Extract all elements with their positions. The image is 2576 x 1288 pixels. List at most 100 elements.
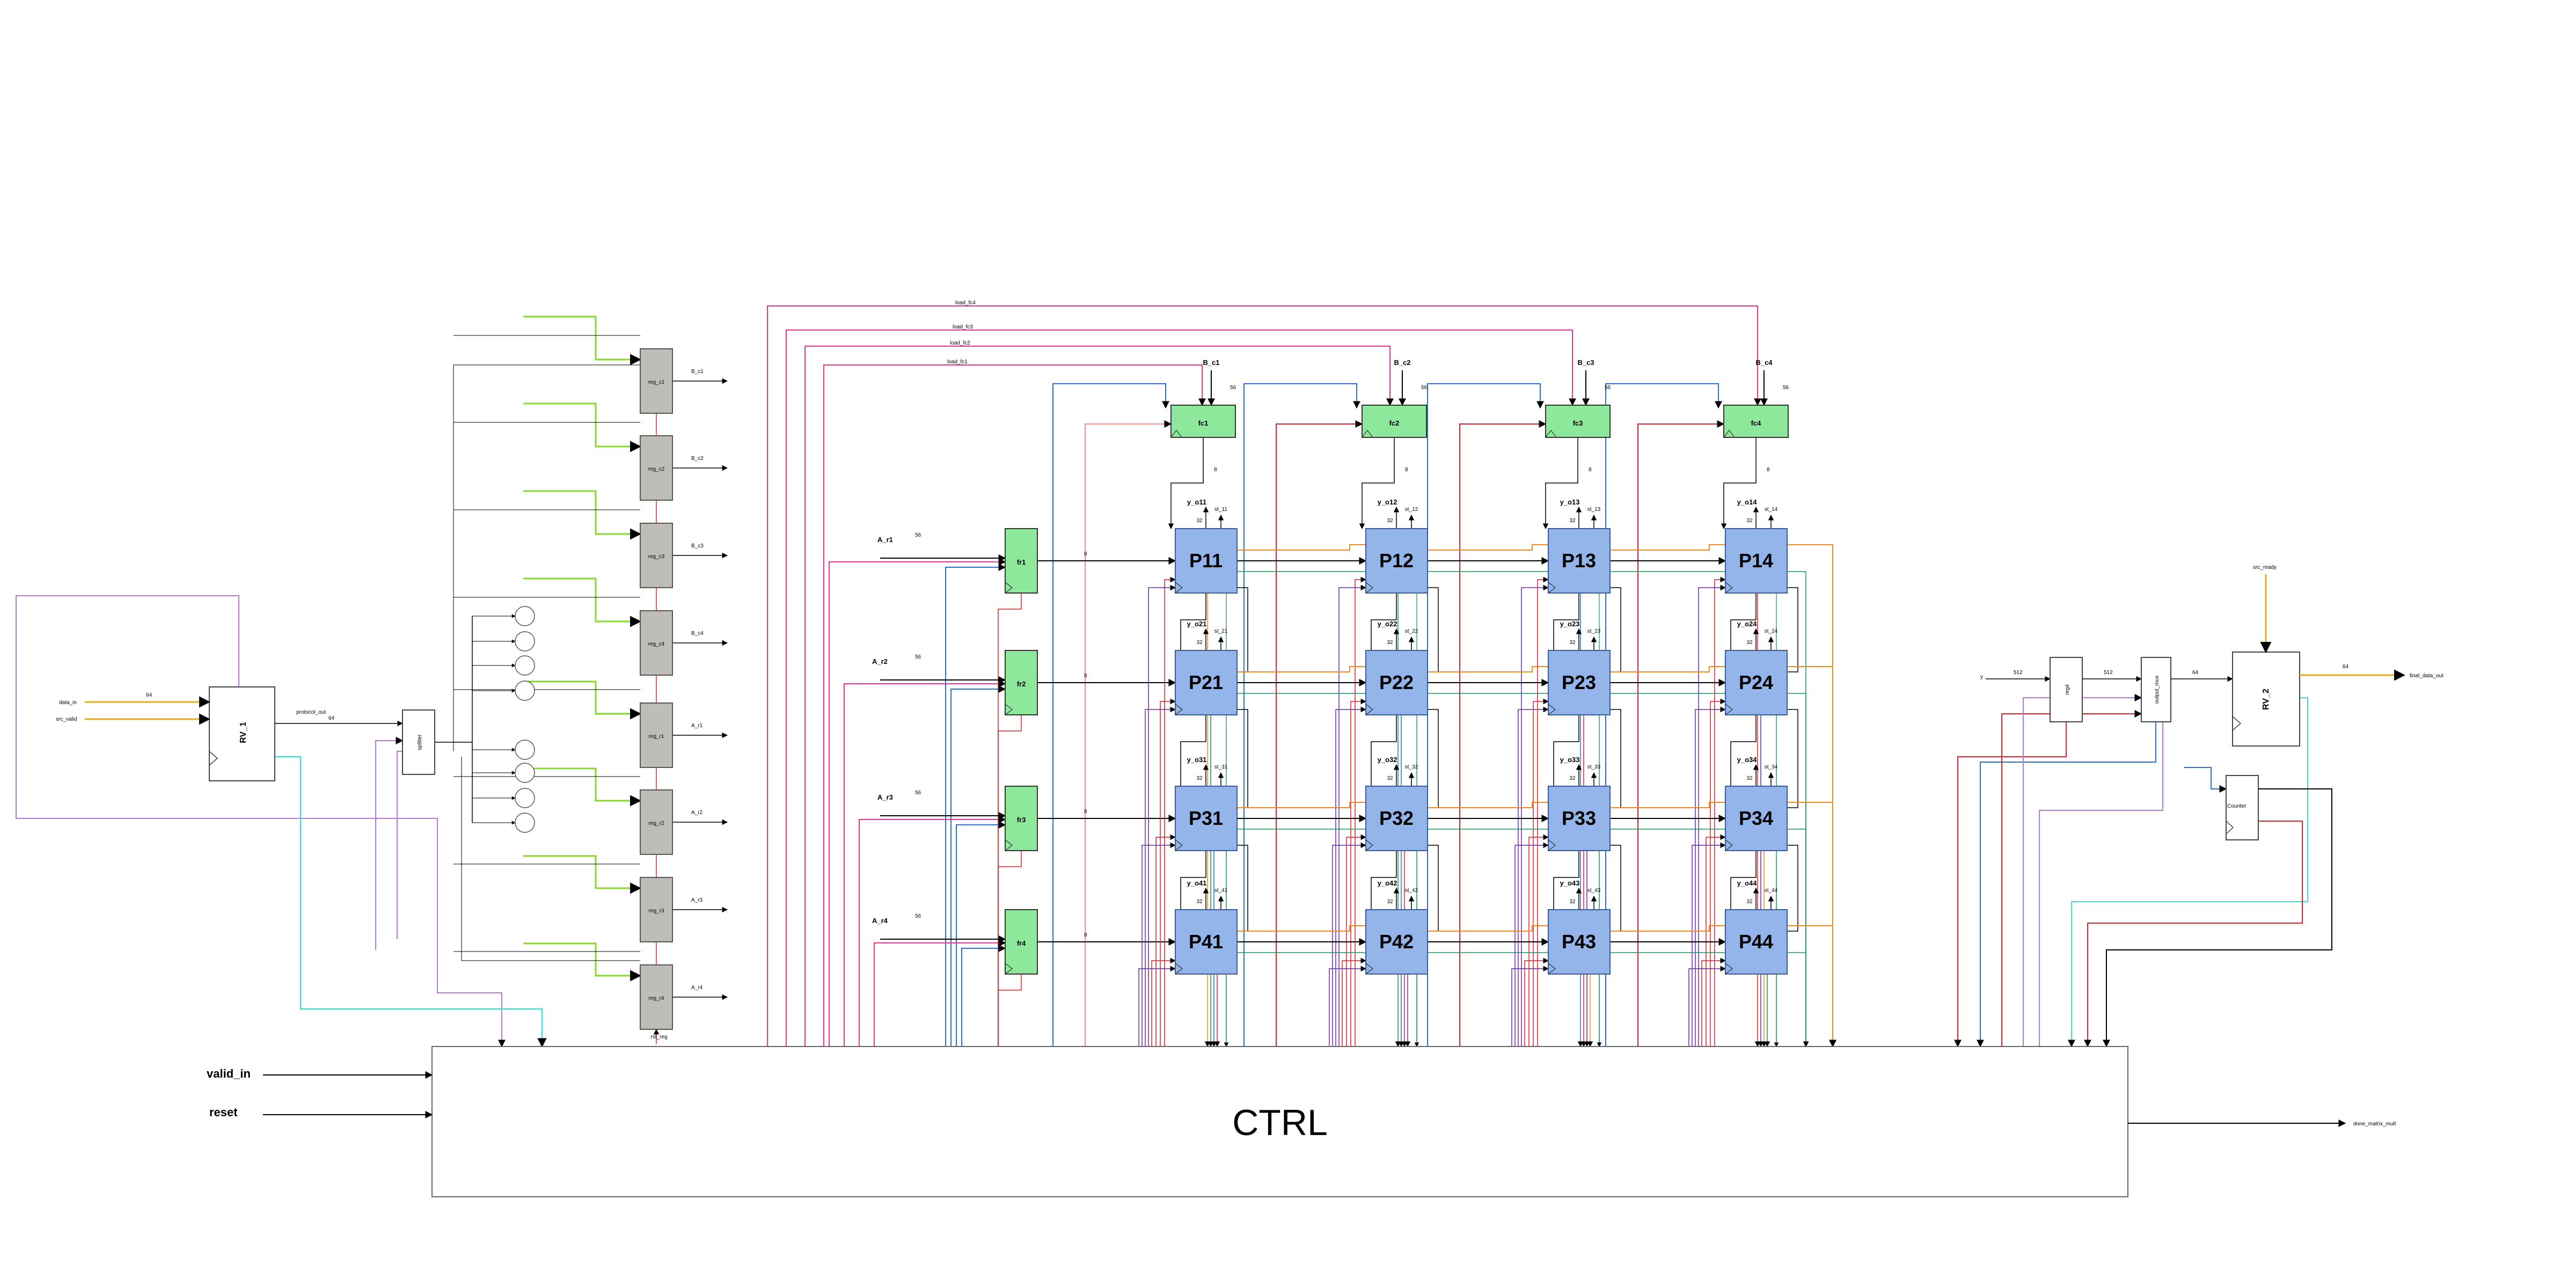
ar-label: A_r1: [877, 536, 893, 544]
pe-P21: [1175, 650, 1238, 715]
pe-st-output-label: st_12: [1405, 507, 1418, 513]
bus-width: 56: [915, 654, 921, 660]
bus-width: 8: [1084, 932, 1087, 938]
fifo-label: fc2: [1389, 419, 1400, 427]
wire: [1553, 593, 1579, 650]
comparator-node: [515, 813, 535, 833]
wire: [1237, 925, 1366, 932]
fc-row: fc1B_c1568fc2B_c2568fc3B_c3568fc4B_c4568…: [947, 300, 1789, 473]
register-label: reg_r4: [649, 996, 664, 1001]
wire: [1427, 383, 1544, 1046]
register-reg_c4: [640, 610, 673, 676]
pe-P44: [1725, 909, 1788, 975]
wire: [1610, 802, 1725, 808]
fifo-label: fc1: [1198, 419, 1209, 427]
comparator-node: [515, 631, 535, 652]
wire: [1787, 571, 1809, 1048]
pe-label: P13: [1562, 550, 1596, 572]
clock-mark: [1725, 704, 1733, 715]
pe-y-output-label: y_o14: [1737, 498, 1758, 506]
ar-label: A_r4: [872, 917, 888, 925]
pe-st-output-label: st_24: [1765, 628, 1778, 634]
pe-y-output-label: y_o22: [1378, 620, 1397, 628]
pe-y-output-label: y_o24: [1737, 620, 1758, 628]
pe-y-output-label: y_o44: [1737, 879, 1758, 887]
bus-width: 32: [1196, 640, 1203, 646]
wire: [16, 595, 506, 1048]
wire: [1459, 420, 1547, 1046]
wire: [998, 851, 1022, 1046]
wire: [1155, 834, 1176, 1046]
clock-mark: [1175, 963, 1183, 975]
clock-mark: [1365, 704, 1373, 715]
counter-label: Counter: [2227, 803, 2246, 809]
wire: [1730, 715, 1757, 786]
data-in-label: data_in: [59, 700, 77, 706]
wire: [1346, 834, 1367, 1046]
clock-mark: [1170, 430, 1182, 438]
bc-label: B_c1: [1203, 358, 1219, 367]
protocol-out-width: 64: [328, 715, 335, 721]
register-label: reg_r1: [649, 734, 664, 740]
wire: [1168, 437, 1204, 530]
bus-width: 32: [1569, 640, 1576, 646]
rst-reg-label: rst_reg: [650, 1034, 667, 1040]
ctrl-inputs: valid_in reset done_matrix_mult: [207, 1067, 2396, 1127]
wire: [523, 316, 642, 365]
pe-st-output-label: st_11: [1214, 507, 1227, 513]
wire: [786, 330, 1576, 1046]
clock-mark: [1365, 582, 1373, 594]
register-reg_c3: [640, 523, 673, 588]
bus-width: 56: [915, 790, 921, 796]
wire: [998, 974, 1022, 1046]
comparator-node: [515, 740, 535, 760]
reg4-label: reg4: [2065, 684, 2070, 695]
pe-st-output-label: st_14: [1765, 507, 1778, 513]
wire: [523, 855, 642, 894]
pe-P23: [1548, 650, 1611, 715]
fifo-label: fr2: [1017, 680, 1026, 688]
wire: [1521, 584, 1549, 1046]
pe-P31: [1175, 786, 1238, 851]
fifo-fc3: [1545, 405, 1611, 438]
wire: [2023, 694, 2142, 1046]
bus-width: 32: [1569, 775, 1576, 781]
wire: [1276, 420, 1363, 1046]
ar-label: A_r2: [872, 657, 888, 665]
pe-y-output-label: y_o31: [1187, 756, 1207, 764]
pe-st-output-label: st_22: [1405, 628, 1418, 634]
pe-label: P42: [1379, 931, 1414, 953]
wire: [1151, 957, 1176, 1046]
bus-width: 32: [1569, 518, 1576, 524]
register-output-label: B_c1: [691, 369, 704, 375]
pe-P34: [1725, 786, 1788, 851]
done-matrix-mult-label: done_matrix_mult: [2353, 1121, 2396, 1127]
bus-width: 8: [1084, 551, 1087, 557]
bus-width: 32: [1746, 775, 1753, 781]
wire: [998, 715, 1022, 1046]
src-ready-label: src_ready: [2253, 565, 2277, 570]
pe-st-output-label: st_42: [1405, 888, 1418, 894]
pe-y-output-label: y_o33: [1560, 756, 1580, 764]
splitter-block: splitter: [402, 709, 435, 775]
fifo-fr4: [1005, 909, 1038, 975]
wire: [1342, 957, 1367, 1046]
rv1-label: RV_1: [239, 722, 248, 743]
pe-st-output-label: st_33: [1587, 764, 1601, 770]
wire: [1164, 576, 1176, 1046]
wire: [1428, 802, 1548, 808]
pe-st-output-label: st_44: [1765, 888, 1778, 894]
wire: [2039, 722, 2163, 1046]
load-fc-label: load_fc3: [953, 324, 973, 330]
pe-st-output-label: st_43: [1587, 888, 1601, 894]
wire: [1553, 851, 1579, 910]
ctrl-block: CTRL: [431, 1046, 2128, 1197]
wire: [1371, 851, 1397, 910]
fifo-fc2: [1362, 405, 1427, 438]
clock-mark: [1548, 839, 1556, 851]
wire: [1355, 576, 1367, 1046]
load-fc-label: load_fc4: [955, 300, 976, 306]
clock-mark: [1005, 839, 1013, 851]
comparator-node: [515, 680, 535, 701]
